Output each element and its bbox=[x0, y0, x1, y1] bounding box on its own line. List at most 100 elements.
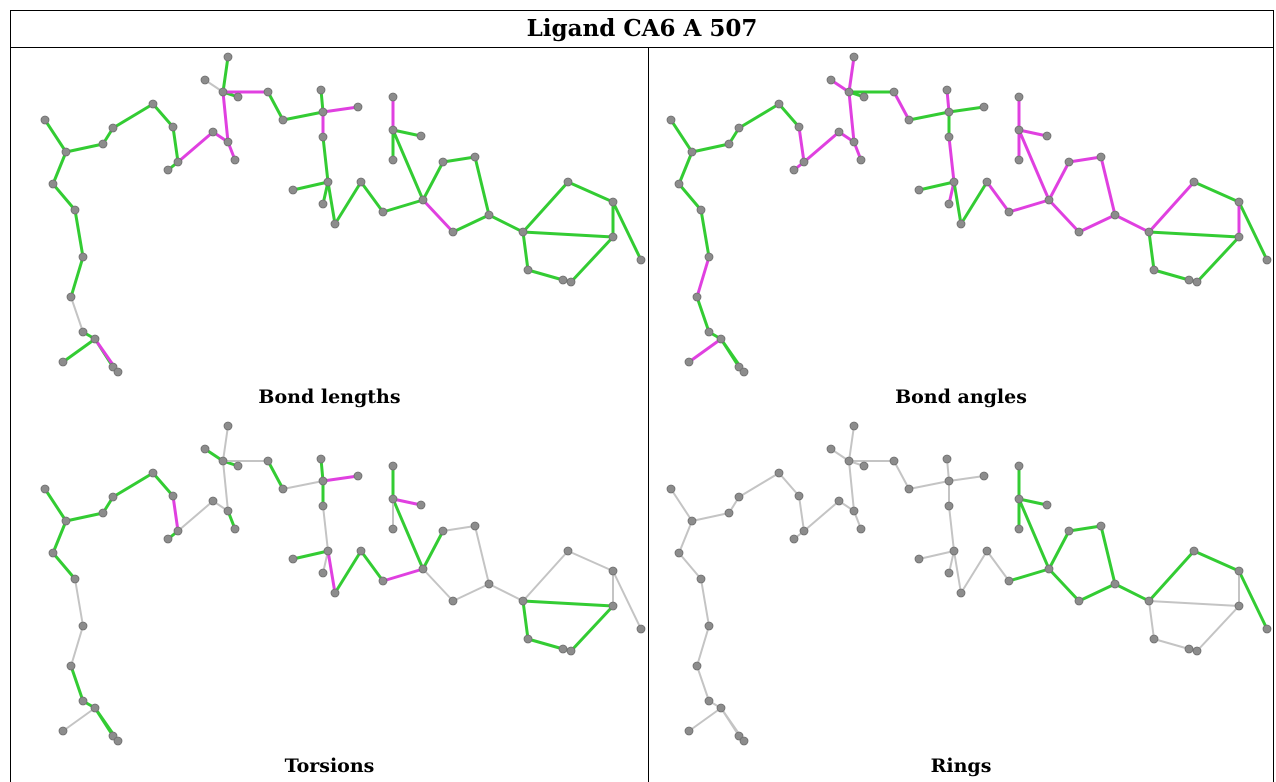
bond bbox=[43, 118, 68, 154]
atom bbox=[66, 292, 76, 302]
bond bbox=[803, 500, 840, 532]
atom bbox=[716, 703, 726, 713]
atom bbox=[1014, 125, 1024, 135]
atom bbox=[523, 265, 533, 275]
atom bbox=[90, 703, 100, 713]
bond bbox=[1192, 549, 1241, 573]
bond bbox=[847, 90, 856, 144]
atom bbox=[388, 92, 398, 102]
atom bbox=[889, 456, 899, 466]
atom bbox=[1014, 494, 1024, 504]
atom bbox=[734, 123, 744, 133]
bond bbox=[43, 487, 68, 523]
atom bbox=[418, 564, 428, 574]
atom bbox=[1184, 644, 1194, 654]
atom bbox=[692, 661, 702, 671]
atom bbox=[288, 185, 298, 195]
atom bbox=[230, 155, 240, 165]
atom bbox=[1262, 624, 1272, 634]
bond bbox=[291, 180, 330, 192]
bond bbox=[521, 180, 570, 234]
atom bbox=[666, 115, 676, 125]
atom bbox=[1184, 275, 1194, 285]
atom bbox=[288, 554, 298, 564]
bonds bbox=[43, 425, 642, 743]
atom bbox=[608, 197, 618, 207]
bond bbox=[281, 110, 325, 122]
atom bbox=[944, 199, 954, 209]
bond bbox=[847, 55, 856, 94]
panel-caption: Bond lengths bbox=[258, 386, 401, 408]
atom bbox=[218, 87, 228, 97]
bond bbox=[222, 460, 229, 512]
molecule-diagram bbox=[666, 52, 1272, 377]
atom bbox=[388, 524, 398, 534]
atom bbox=[674, 548, 684, 558]
atom bbox=[1192, 646, 1202, 656]
panel-bond-lengths: Bond lengths bbox=[10, 48, 649, 418]
bond bbox=[952, 180, 963, 226]
bond bbox=[985, 180, 1011, 214]
atom bbox=[448, 227, 458, 237]
bond bbox=[1067, 155, 1103, 164]
atom bbox=[704, 621, 714, 631]
bond bbox=[1017, 497, 1049, 507]
atom bbox=[58, 726, 68, 736]
atom bbox=[223, 506, 233, 516]
bond bbox=[69, 255, 85, 299]
bond bbox=[291, 549, 330, 561]
atom bbox=[223, 137, 233, 147]
atom bbox=[470, 152, 480, 162]
bond bbox=[690, 142, 731, 154]
bond bbox=[421, 198, 455, 234]
atom bbox=[636, 624, 646, 634]
bond bbox=[322, 505, 329, 552]
atom bbox=[636, 255, 646, 265]
atom bbox=[826, 444, 836, 454]
atom bbox=[316, 85, 326, 95]
atom bbox=[108, 492, 118, 502]
atom bbox=[1234, 232, 1244, 242]
atom bbox=[889, 87, 899, 97]
atom bbox=[856, 524, 866, 534]
atom bbox=[113, 736, 123, 746]
bond bbox=[1017, 128, 1051, 202]
atom bbox=[378, 576, 388, 586]
atom bbox=[353, 471, 363, 481]
bond bbox=[442, 525, 476, 532]
bond bbox=[51, 182, 77, 212]
atom bbox=[789, 165, 799, 175]
atom bbox=[330, 219, 340, 229]
atom bbox=[1234, 197, 1244, 207]
bond bbox=[567, 550, 614, 572]
atom bbox=[223, 421, 233, 431]
atom bbox=[563, 177, 573, 187]
atom bbox=[223, 52, 233, 62]
atom bbox=[1042, 131, 1052, 141]
atom bbox=[484, 210, 494, 220]
bond bbox=[151, 471, 175, 498]
bond bbox=[798, 495, 805, 532]
atom bbox=[218, 456, 228, 466]
bond bbox=[526, 637, 565, 651]
panel-bond-angles: Bond angles bbox=[648, 48, 1274, 418]
atom bbox=[1110, 579, 1120, 589]
atom bbox=[1110, 210, 1120, 220]
atom bbox=[208, 127, 218, 137]
atom bbox=[859, 461, 869, 471]
bond bbox=[1147, 549, 1196, 603]
atom bbox=[716, 334, 726, 344]
atom bbox=[318, 107, 328, 117]
bond bbox=[421, 160, 445, 202]
bond bbox=[1077, 213, 1117, 234]
atom bbox=[233, 461, 243, 471]
bond bbox=[321, 135, 330, 184]
atom bbox=[982, 546, 992, 556]
atom bbox=[704, 252, 714, 262]
atom bbox=[724, 139, 734, 149]
atom bbox=[563, 546, 573, 556]
bond bbox=[326, 549, 337, 595]
atom bbox=[78, 252, 88, 262]
atom bbox=[914, 185, 924, 195]
atom bbox=[1149, 634, 1159, 644]
